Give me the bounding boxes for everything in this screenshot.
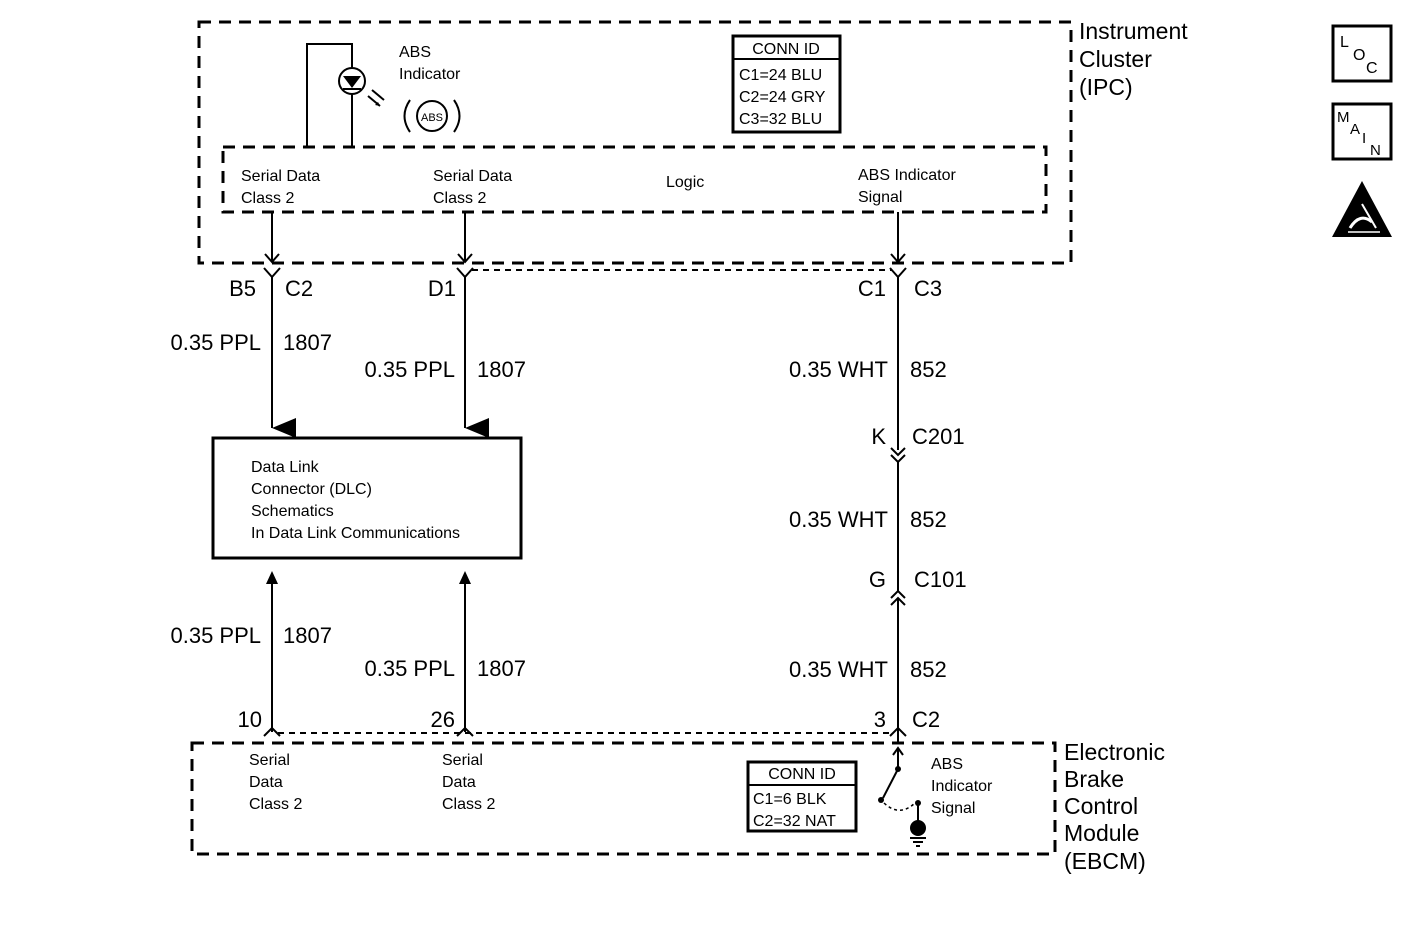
main-icon[interactable] <box>1331 102 1393 161</box>
connector-10-mark <box>263 726 281 737</box>
ipc-logic-box <box>221 145 1048 214</box>
ebcm-title-4: Module <box>1064 820 1139 846</box>
dlc-line-4: In Data Link Communications <box>251 525 460 542</box>
main-letter-n: N <box>1370 142 1381 159</box>
loc-letter-l: L <box>1340 34 1349 51</box>
connector-b5-mark <box>263 267 281 279</box>
dlc-line-3: Schematics <box>251 503 334 520</box>
wire-1807-b-bottom-size: 0.35 PPL <box>364 656 455 681</box>
connector-c201-label: C201 <box>912 424 965 449</box>
abs-symbol-icon <box>403 99 461 133</box>
wire-1807-b-top-circuit: 1807 <box>477 357 526 382</box>
ebcm-serial-data-2b: Data <box>442 774 476 791</box>
ipc-abs-signal-2: Signal <box>858 189 902 206</box>
ipc-conn-id-row-1: C1=24 BLU <box>739 67 822 84</box>
ipc-conn-id-header: CONN ID <box>752 41 820 58</box>
wire-852-a-size: 0.35 WHT <box>789 357 888 382</box>
wire-852-c-circuit: 852 <box>910 657 947 682</box>
connector-b5-label: B5 <box>229 276 256 301</box>
ebcm-outer-box <box>190 741 1057 856</box>
ipc-logic-label: Logic <box>666 174 704 191</box>
ebcm-serial-data-2a: Serial <box>442 752 483 769</box>
connector-3-label: 3 <box>874 707 886 732</box>
wire-852-c-size: 0.35 WHT <box>789 657 888 682</box>
ebcm-title-2: Brake <box>1064 766 1124 792</box>
connector-3-mark <box>889 726 907 737</box>
arrow-c1 <box>890 253 906 264</box>
ipc-serial-data-1b: Class 2 <box>241 190 294 207</box>
ebcm-conn-id-header: CONN ID <box>768 766 836 783</box>
dlc-box <box>211 436 523 560</box>
ebcm-conn-id-row-1: C1=6 BLK <box>753 791 827 808</box>
ipc-title-1: Instrument <box>1079 18 1188 44</box>
connector-26-label: 26 <box>431 707 455 732</box>
ebcm-title-3: Control <box>1064 793 1138 819</box>
c101-mark-1 <box>890 589 906 599</box>
main-letter-m: M <box>1337 109 1350 126</box>
arrow-b5 <box>264 253 280 264</box>
ipc-serial-data-1a: Serial Data <box>241 168 320 185</box>
arrow-up-a <box>266 571 278 584</box>
ipc-conn-id-row-3: C3=32 BLU <box>739 111 822 128</box>
wire-1807-b-top-size: 0.35 PPL <box>364 357 455 382</box>
connector-d1-label: D1 <box>428 276 456 301</box>
connector-g-label: G <box>869 567 886 592</box>
abs-indicator-label-1: ABS <box>399 44 431 61</box>
wire-1807-a-bottom-circuit: 1807 <box>283 623 332 648</box>
wire-852-b-size: 0.35 WHT <box>789 507 888 532</box>
ebcm-serial-data-2c: Class 2 <box>442 796 495 813</box>
loc-icon[interactable] <box>1331 24 1393 83</box>
loc-letter-o: O <box>1353 47 1365 64</box>
connector-10-label: 10 <box>238 707 262 732</box>
wire-1807-b-bottom-circuit: 1807 <box>477 656 526 681</box>
ebcm-abs-signal-2: Indicator <box>931 778 993 795</box>
ipc-title-3: (IPC) <box>1079 74 1133 100</box>
ipc-title-2: Cluster <box>1079 46 1152 72</box>
ipc-abs-signal-1: ABS Indicator <box>858 167 957 184</box>
dlc-line-2: Connector (DLC) <box>251 481 372 498</box>
ipc-conn-id-table <box>731 34 842 134</box>
wire-1807-a-bottom-size: 0.35 PPL <box>170 623 261 648</box>
ipc-outer-box <box>197 20 1073 265</box>
connector-c3-label: C3 <box>914 276 942 301</box>
abs-switch-icon <box>878 746 926 847</box>
abs-indicator-label-2: Indicator <box>399 66 461 83</box>
ebcm-title-1: Electronic <box>1064 739 1165 765</box>
main-letter-i: I <box>1362 130 1366 147</box>
main-letter-a: A <box>1350 121 1360 138</box>
ipc-conn-id-row-2: C2=24 GRY <box>739 89 826 106</box>
wire-852-b-circuit: 852 <box>910 507 947 532</box>
ipc-serial-data-2a: Serial Data <box>433 168 512 185</box>
wire-1807-a-top-circuit: 1807 <box>283 330 332 355</box>
c201-mark-1 <box>890 447 906 457</box>
arrow-d1 <box>457 253 473 264</box>
ebcm-serial-data-1c: Class 2 <box>249 796 302 813</box>
ebcm-serial-data-1b: Data <box>249 774 283 791</box>
wire-1807-a-top-size: 0.35 PPL <box>170 330 261 355</box>
connector-c1-label: C1 <box>858 276 886 301</box>
connector-d1-mark <box>456 267 474 279</box>
ebcm-serial-data-1a: Serial <box>249 752 290 769</box>
connector-c1-mark <box>889 267 907 279</box>
esd-warning-icon <box>1332 181 1392 237</box>
abs-symbol-text: ABS <box>421 112 443 124</box>
arrow-up-b <box>459 571 471 584</box>
ebcm-abs-signal-1: ABS <box>931 756 963 773</box>
connector-k-label: K <box>871 424 886 449</box>
loc-letter-c: C <box>1366 60 1378 77</box>
abs-indicator-lamp <box>306 43 385 147</box>
ebcm-abs-signal-3: Signal <box>931 800 975 817</box>
connector-c101-label: C101 <box>914 567 967 592</box>
dlc-line-1: Data Link <box>251 459 320 476</box>
wire-852-a-circuit: 852 <box>910 357 947 382</box>
ipc-serial-data-2b: Class 2 <box>433 190 486 207</box>
connector-c2-label: C2 <box>285 276 313 301</box>
connector-ebcm-c2-label: C2 <box>912 707 940 732</box>
ebcm-conn-id-table <box>746 760 858 833</box>
ebcm-conn-id-row-2: C2=32 NAT <box>753 813 836 830</box>
ebcm-title-5: (EBCM) <box>1064 848 1146 874</box>
